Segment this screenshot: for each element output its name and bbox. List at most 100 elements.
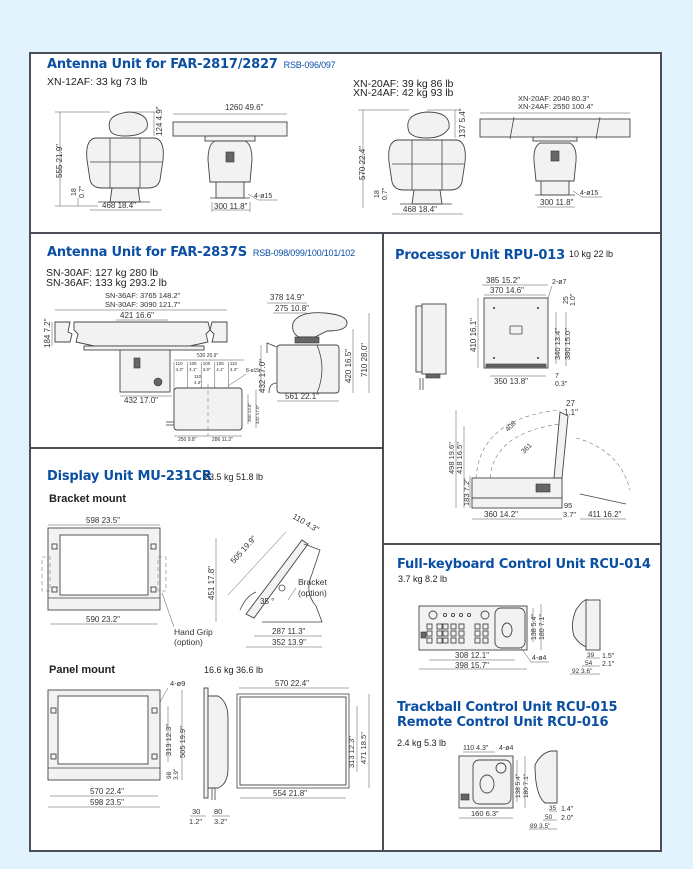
plan-seg-mm: 110 (230, 361, 238, 366)
title-text: Processor Unit RPU-013 (395, 248, 565, 263)
array-radiator (172, 121, 288, 137)
dim-base1: 287 11.3" (272, 627, 306, 636)
dim-holes: 4-ø4 (499, 745, 514, 752)
antenna-sn-plan-drawing: 530 20.9" 1104.3"1054.1"1003.9"1054.1"11… (166, 353, 260, 443)
dim-h3: 183 7.2" (462, 478, 471, 506)
dim-base2: 352 13.9" (272, 638, 306, 647)
dim-cut-h1: 313 12.3" (347, 736, 356, 768)
dim-side-h-mid: 420 16.5" (344, 349, 353, 383)
dim-h1: 138 5.4" (531, 614, 538, 640)
dim-d1: 39 (587, 652, 595, 659)
dim-h2: 505 19.9" (178, 726, 187, 758)
dim-off: 7 (555, 373, 559, 380)
plan-seg-mm: 110 (176, 361, 184, 366)
dim-off-in: 0.3" (555, 381, 568, 388)
plan-seg-mm: 105 (216, 361, 224, 366)
key (450, 637, 457, 644)
key (482, 623, 489, 630)
small-knob (450, 612, 456, 618)
dim-base-h: 18 (374, 190, 381, 198)
dim-base-h: 18 (71, 188, 78, 196)
dim-w1: 570 22.4" (90, 787, 124, 796)
dim-plan-h2: 432 17.0" (255, 404, 260, 424)
key (482, 637, 489, 644)
dim-h1: 138 5.4" (515, 773, 522, 798)
display-panel-cutout-drawing: 570 22.4" 313 12.3" 471 18.5" 554 21.8" (236, 679, 370, 799)
trackball (479, 774, 495, 794)
dim-cut-h2: 471 18.5" (359, 732, 368, 764)
weight-xn12: XN-12AF: 33 kg 73 lb (47, 76, 148, 88)
title-text: Full-keyboard Control Unit RCU-014 (397, 557, 651, 572)
dim-holes: 4-ø15 (254, 193, 272, 200)
rcu014-weight: 3.7 kg 8.2 lb (398, 574, 448, 584)
key (450, 630, 457, 637)
key (450, 623, 457, 630)
dim-d1-in: 1.4" (561, 806, 574, 813)
key (482, 630, 489, 637)
dim-d3: 89 3.5" (530, 823, 551, 830)
dim-swing: 411 16.2" (588, 510, 622, 519)
display-screen (59, 534, 149, 596)
key-dark (420, 631, 427, 639)
key (442, 637, 449, 644)
gearbox-housing (276, 344, 340, 394)
divider-right-mid (382, 543, 662, 545)
rcu015-weight: 2.4 kg 5.3 lb (397, 738, 447, 748)
plan-seg-in: 4.1" (189, 367, 197, 372)
dim-h3: 98 (166, 771, 173, 779)
processor-side-panel (421, 303, 447, 375)
array-radiator (479, 118, 631, 138)
section-title-rcu014: Full-keyboard Control Unit RCU-014 (397, 557, 651, 572)
title-text: Display Unit MU-231CR (47, 469, 212, 484)
display-weight: 23.5 kg 51.8 lb (204, 472, 264, 482)
dim-top: 110 4.3" (463, 745, 489, 752)
dim-diag: 505 19.9" (229, 534, 259, 565)
dim-gap: 95 (564, 501, 572, 510)
processor-swing-drawing: 27 1.1" 408 361 498 19.6" 418 16.5" 183 … (447, 399, 631, 520)
hand-grip-option: (option) (174, 637, 203, 647)
dim-top-off-in: 1.0" (570, 293, 577, 306)
dim-height: 184 7.2" (43, 318, 52, 348)
key (458, 637, 465, 644)
key (436, 637, 443, 644)
dim-h: 410 16.1" (469, 318, 478, 352)
knob-right (480, 610, 490, 620)
dim-plan-h1: 350 13.8" (247, 402, 252, 422)
dim-base-w: 468 18.4" (102, 201, 136, 210)
dim-holes: 2-ø7 (552, 279, 567, 286)
dim-d2: 80 (214, 807, 222, 816)
key (436, 623, 443, 630)
knob-left (428, 610, 438, 620)
dim-side-h-right: 710 28.0" (360, 343, 369, 377)
dim-height: 555 21.9" (55, 144, 64, 178)
processor-front-panel (483, 297, 549, 369)
plan-seg-in: 4.3" (230, 367, 238, 372)
antenna-xn12-front-drawing: 555 21.9" 18 0.7" 124 4.9" 468 18.4" (55, 106, 164, 211)
antenna-xn12-side-drawing: 1260 49.6" 300 11.8" 4-ø15 (172, 103, 288, 212)
processor-side-drawing (415, 303, 447, 390)
panel-cutout-inner (239, 696, 347, 786)
divider-vertical (382, 232, 384, 852)
display-bracket-side-drawing: 110 4.3" 505 19.9" 35 ° 451 17.8" Bracke… (207, 512, 327, 648)
display-side-profile (207, 695, 229, 789)
pedestal (533, 142, 577, 182)
dim-len-30: SN-30AF: 3090 121.7" (105, 300, 181, 309)
dim-h2: 418 16.5" (455, 442, 464, 474)
pedestal-housing (86, 137, 164, 189)
dim-h2: 180 7.1" (539, 614, 546, 640)
dim-bottom: 350 13.8" (494, 377, 528, 386)
dim-d2-in: 2.0" (561, 815, 574, 822)
antenna-sn-side-drawing: 378 14.9" 275 10.8" 432 17.0" 420 16.5" … (258, 293, 370, 402)
dim-width-20: XN-20AF: 2040 80.3" (518, 94, 589, 103)
key (442, 630, 449, 637)
panel-mount-label: Panel mount (49, 664, 116, 676)
plan-seg-in: 4.1" (216, 367, 224, 372)
dim-w2: 598 23.5" (90, 798, 124, 807)
radome-cap (108, 111, 148, 137)
key (458, 623, 465, 630)
section-title-display: Display Unit MU-231CR (47, 469, 212, 484)
rcu015-side-drawing: 35 1.4" 50 2.0" 89 3.5" (529, 750, 574, 830)
dim-w1: 308 12.1" (455, 651, 489, 660)
display-screen (57, 695, 149, 765)
